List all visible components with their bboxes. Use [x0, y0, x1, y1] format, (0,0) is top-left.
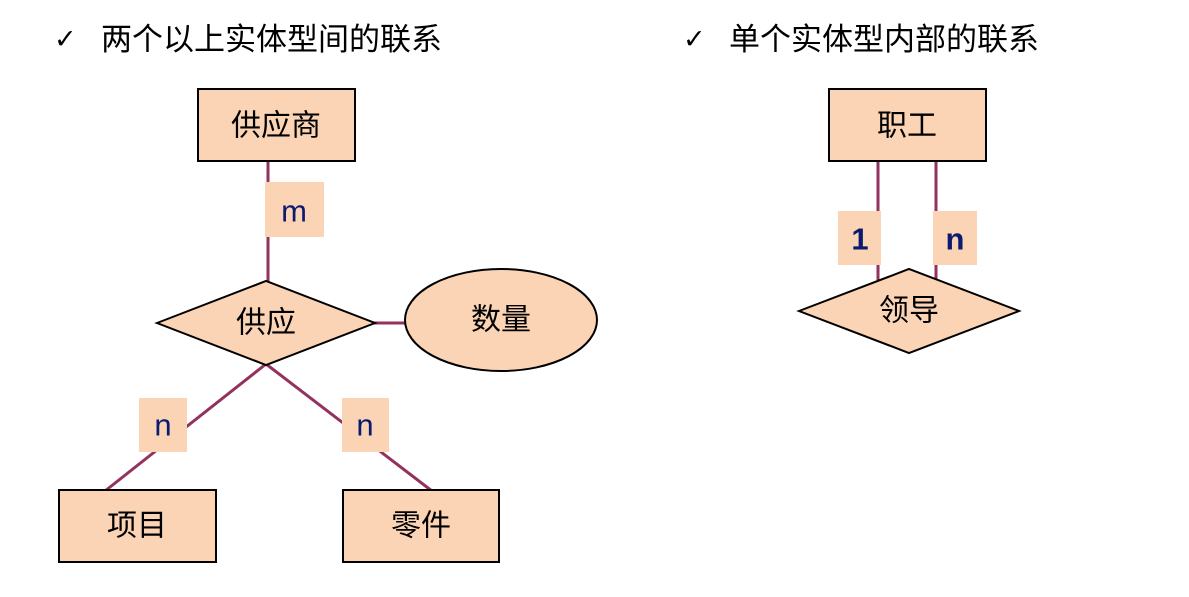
- entity-box: [342, 489, 500, 563]
- entity-employee: 职工: [828, 88, 987, 162]
- cardinality-bg: [342, 398, 389, 452]
- cardinality-bg: [838, 211, 881, 265]
- cardinality-many: n: [933, 211, 977, 265]
- cardinality-label: n: [946, 222, 965, 257]
- entity-box: [197, 88, 356, 162]
- check-mark-icon: ✓: [54, 24, 77, 55]
- relationship-label: 领导: [879, 294, 939, 329]
- heading-right-text: 单个实体型内部的联系: [729, 22, 1039, 58]
- edges-right: [876, 161, 938, 280]
- relationship-lead: 领导: [796, 267, 1022, 355]
- entity-label: 项目: [107, 509, 167, 544]
- attribute-quantity: 数量: [404, 268, 598, 372]
- heading-right: ✓ 单个实体型内部的联系: [683, 22, 1039, 58]
- cardinality-bg: [265, 182, 324, 237]
- relationship-label: 供应: [236, 306, 296, 341]
- cardinality-label: n: [154, 408, 171, 443]
- cardinality-bg: [139, 398, 187, 452]
- cardinality-supplier: m: [265, 182, 324, 237]
- cardinality-project: n: [139, 398, 187, 452]
- relationship-diamond: [796, 267, 1022, 355]
- entity-box: [58, 489, 217, 563]
- cardinality-one: 1: [838, 211, 881, 265]
- entity-label: 零件: [391, 509, 451, 544]
- entity-project: 项目: [58, 489, 217, 563]
- relationship-diamond: [154, 279, 378, 367]
- relationship-supply: 供应: [154, 279, 378, 367]
- entity-label: 职工: [877, 109, 937, 144]
- entity-box: [828, 88, 987, 162]
- attribute-label: 数量: [471, 303, 531, 338]
- entity-part: 零件: [342, 489, 500, 563]
- heading-left: ✓ 两个以上实体型间的联系: [54, 22, 442, 58]
- cardinality-bg: [933, 211, 977, 265]
- cardinality-part: n: [342, 398, 389, 452]
- heading-left-text: 两个以上实体型间的联系: [101, 22, 442, 58]
- cardinality-label: 1: [851, 222, 868, 257]
- check-mark-icon: ✓: [683, 24, 706, 55]
- entity-supplier: 供应商: [197, 88, 356, 162]
- cardinality-label: n: [356, 408, 373, 443]
- entity-label: 供应商: [231, 109, 321, 144]
- cardinality-label: m: [281, 194, 307, 229]
- attribute-ellipse: [404, 268, 598, 372]
